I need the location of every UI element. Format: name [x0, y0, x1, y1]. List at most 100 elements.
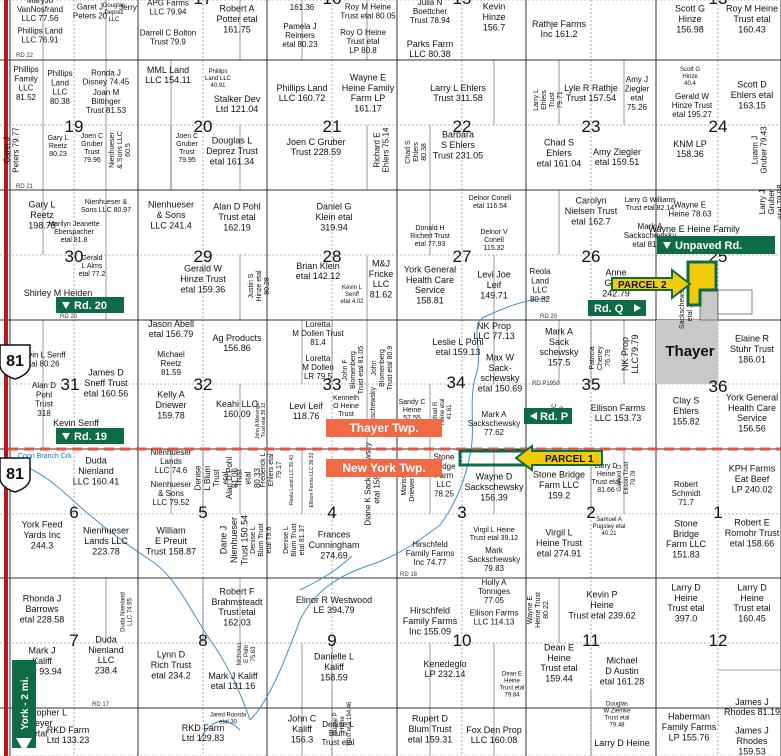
- section-number: 29: [194, 247, 213, 266]
- road-sign-label: Rd. Q: [594, 303, 624, 315]
- section-number: 19: [65, 117, 84, 136]
- creek-line: [249, 524, 441, 721]
- owner-label: Denise LBlum Trustetal 79.6: [250, 523, 273, 557]
- section-number: 10: [453, 631, 472, 650]
- owner-label: 161.36: [290, 3, 315, 12]
- owner-label: John FBlomenbergTrust etal 81.05: [342, 346, 365, 394]
- road-sign-label: Unpaved Rd.: [675, 240, 742, 252]
- section-number: 36: [709, 377, 728, 396]
- road-sign: Unpaved Rd.: [657, 236, 775, 254]
- owner-label: Jerry: [119, 3, 137, 12]
- creek-layer: [13, 297, 549, 741]
- overlays: Thayer Twp.New York Twp.Unpaved Rd.Rd. 2…: [0, 236, 781, 752]
- section-number: 11: [582, 631, 600, 650]
- creek-line: [481, 297, 549, 319]
- section-number: 16: [323, 0, 342, 8]
- road-label: RD 18: [400, 572, 418, 578]
- creek-line: [13, 461, 251, 721]
- section-number: 33: [323, 375, 342, 394]
- road-label: RD 21: [16, 184, 34, 190]
- owner-label: Denise LBlum Trustetal 81.37: [283, 523, 306, 557]
- owner-label: JohnBlomenbergTrust etal 80.9: [371, 346, 394, 391]
- township-label: New York Twp.: [342, 461, 425, 475]
- section-number: 3: [457, 503, 466, 522]
- section-number: 26: [582, 247, 601, 266]
- parcel2-arrow: [611, 267, 692, 301]
- section-number: 4: [327, 503, 336, 522]
- owner-label: PatriciaCheney76.79: [589, 345, 612, 370]
- creek-line: [199, 720, 241, 741]
- section-number: 35: [582, 375, 601, 394]
- section-number: 22: [453, 117, 472, 136]
- parcel2-outline: [686, 260, 718, 307]
- owner-label: Richard EEhlers 75.14: [372, 127, 390, 172]
- thayer-town-label: Thayer: [665, 343, 714, 360]
- section-number: 15: [453, 0, 472, 8]
- section-number: 5: [198, 503, 207, 522]
- creek-line: [439, 317, 483, 526]
- section-number: 21: [323, 117, 342, 136]
- section-number: 30: [65, 247, 84, 266]
- section-number: 9: [327, 631, 336, 650]
- section-number: 23: [582, 117, 601, 136]
- owner-label: Reola Land LLC 39.43: [289, 455, 295, 505]
- section-number: 7: [69, 631, 78, 650]
